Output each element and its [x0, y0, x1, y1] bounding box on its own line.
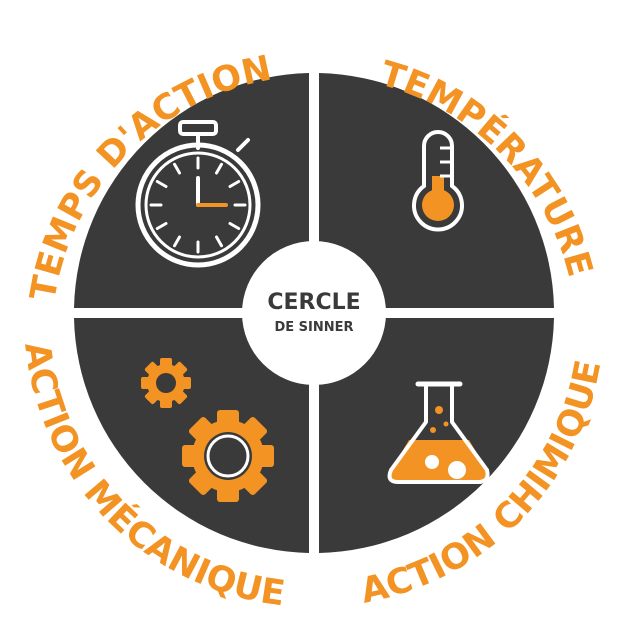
- gears-icon: [141, 358, 274, 502]
- center-title: CERCLE: [267, 290, 360, 315]
- quadrant-temps-action: [74, 73, 309, 308]
- quadrant-action-chimique: [319, 318, 554, 553]
- center-subtitle: DE SINNER: [274, 320, 353, 335]
- stopwatch-icon: [135, 120, 261, 268]
- center-circle: [242, 241, 386, 385]
- flask-icon: [387, 381, 490, 484]
- thermometer-icon: [412, 130, 464, 232]
- quadrant-action-mecanique: [74, 318, 309, 553]
